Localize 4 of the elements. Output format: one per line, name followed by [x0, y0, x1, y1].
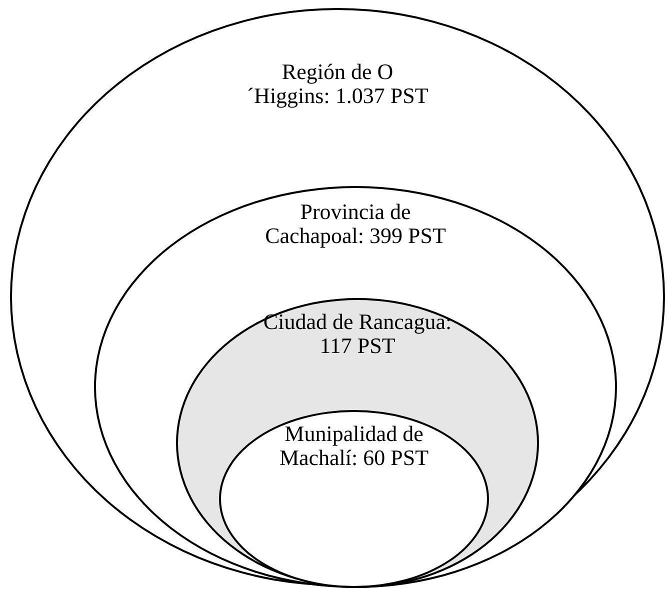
city-label: Ciudad de Rancagua: 117 PST	[262, 310, 452, 358]
region-label: Región de O´Higgins: 1.037 PST	[246, 60, 430, 108]
municipality-label: Munipalidad de Machalí: 60 PST	[278, 422, 430, 470]
province-label: Provincia de Cachapoal: 399 PST	[264, 200, 447, 248]
